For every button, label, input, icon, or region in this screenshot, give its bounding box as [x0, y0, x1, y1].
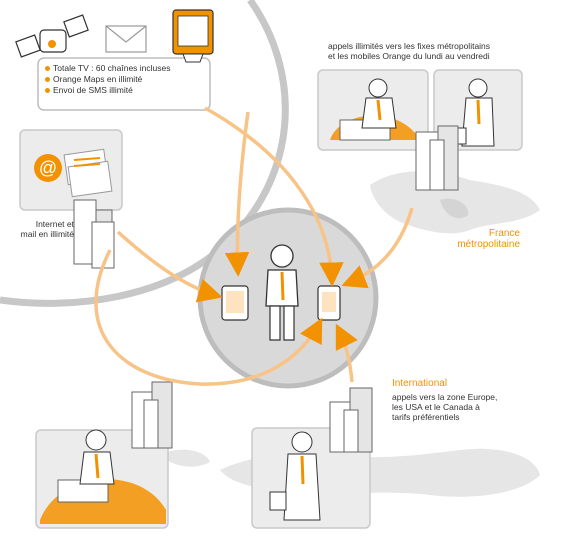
- services-list: Totale TV : 60 chaînes incluses Orange M…: [43, 63, 209, 96]
- arrow-internet-to-tablet: [116, 230, 223, 303]
- france-title: France métropolitaine: [410, 228, 520, 250]
- tv-icon: [172, 9, 214, 63]
- internet-panel: @: [19, 129, 123, 211]
- envelope-icon: [105, 25, 147, 53]
- arrow-france-to-phone: [341, 207, 414, 289]
- international-line-1: appels vers la zone Europe,: [392, 392, 498, 402]
- central-person-icon: [265, 244, 299, 341]
- internet-label-line-2: mail en illimité: [20, 229, 74, 239]
- service-item-maps: Orange Maps en illimité: [43, 74, 209, 85]
- world-map-top-right: [370, 171, 540, 234]
- server-icon-top-right: [415, 125, 459, 191]
- internet-label-line-1: Internet et: [35, 219, 74, 229]
- arrow-international-to-phone: [335, 323, 358, 383]
- server-icon-bottom-left: [131, 381, 173, 449]
- bottom-left-office-panel: [35, 429, 169, 529]
- france-title-line-1: France: [488, 228, 520, 239]
- satellite-icon: [15, 14, 89, 58]
- connection-arrows: [94, 106, 414, 386]
- service-item-tv: Totale TV : 60 chaînes incluses: [43, 63, 209, 74]
- smartphone-icon: [317, 285, 341, 321]
- international-line-2: les USA et le Canada à: [392, 402, 480, 412]
- arrow-left-loop-to-phone: [94, 249, 323, 386]
- bottom-right-phone-panel: [251, 427, 371, 529]
- international-title: International: [392, 378, 448, 389]
- france-calls-description: appels illimités vers les fixes métropol…: [328, 41, 553, 61]
- office-scene-panel: [317, 69, 429, 151]
- service-item-sms: Envoi de SMS illimité: [43, 85, 209, 96]
- france-calls-line-1: appels illimités vers les fixes métropol…: [328, 41, 491, 51]
- server-icon-bottom-right: [329, 387, 373, 453]
- france-calls-line-2: et les mobiles Orange du lundi au vendre…: [328, 51, 490, 61]
- services-panel: [37, 57, 211, 111]
- tablet-icon: [221, 285, 249, 321]
- international-line-3: tarifs préférentiels: [392, 412, 460, 422]
- france-title-line-2: métropolitaine: [457, 239, 520, 250]
- arrow-arc-to-tablet: [224, 111, 250, 277]
- at-sign-icon: @: [39, 158, 57, 178]
- internet-label: Internet et mail en illimité: [2, 219, 74, 239]
- international-description: appels vers la zone Europe, les USA et l…: [392, 392, 532, 422]
- arrow-services-to-phone: [204, 106, 344, 287]
